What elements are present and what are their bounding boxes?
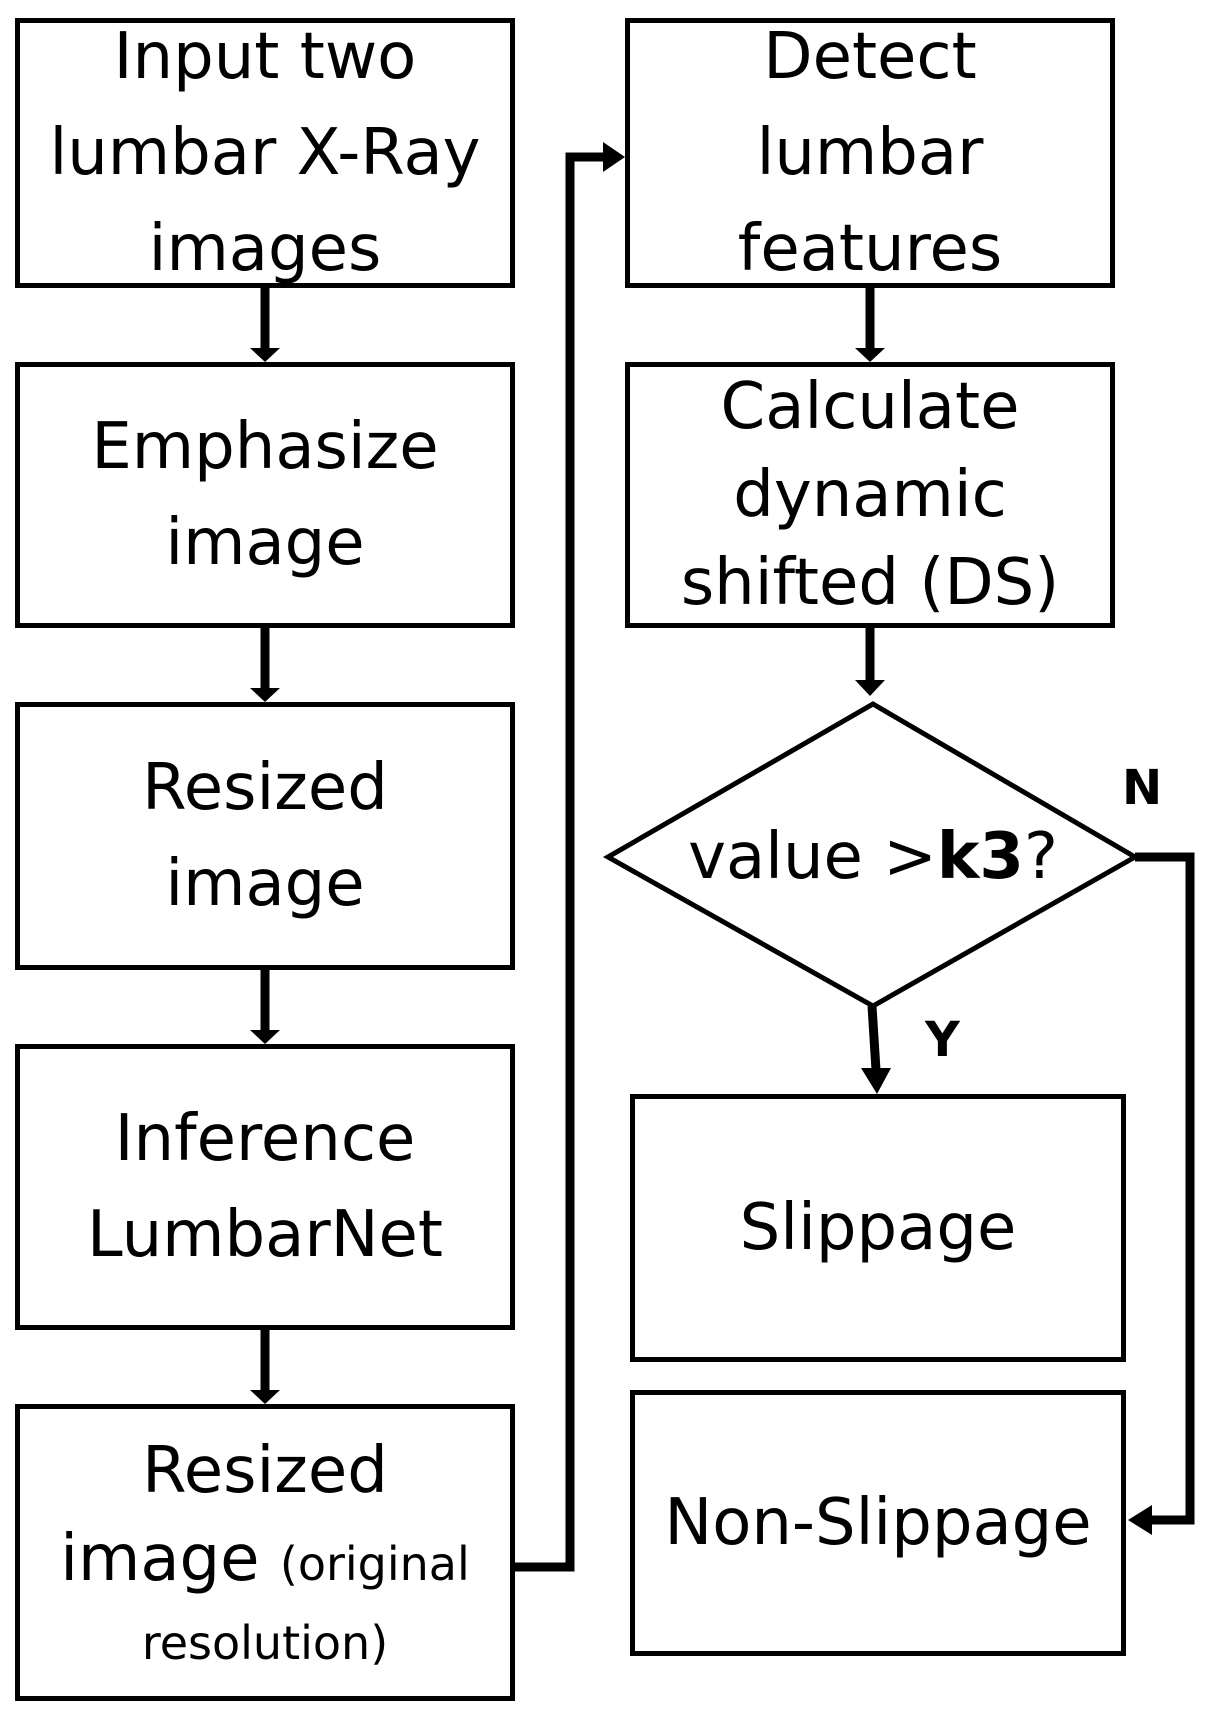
decision-label: value >k3?	[640, 817, 1106, 897]
arrowhead-4	[250, 1390, 280, 1404]
node-emphasize-image: Emphasize image	[15, 362, 515, 628]
node-resized-orig-line-1: Resized	[142, 1434, 388, 1508]
branch-yes-label: Y	[925, 1012, 960, 1068]
decision-threshold: k3	[936, 820, 1024, 894]
branch-no-label: N	[1122, 760, 1163, 816]
node-detect-features: Detect lumbar features	[625, 18, 1115, 288]
node-resized-orig-line-2-small: (original	[279, 1537, 470, 1591]
node-resized-line-1: Resized	[142, 751, 388, 825]
node-input-images: Input two lumbar X-Ray images	[15, 18, 515, 288]
node-calculate-line-3: shifted (DS)	[680, 546, 1060, 620]
arrow-decision-no	[1135, 852, 1195, 1525]
node-inference-line-1: Inference	[114, 1102, 416, 1176]
arrowhead-1	[250, 348, 280, 362]
arrowhead-8	[861, 1068, 891, 1094]
node-calculate-line-1: Calculate	[720, 370, 1020, 444]
node-resized-orig-line-2-main: image	[60, 1522, 260, 1596]
node-input-line-2: lumbar X-Ray	[49, 116, 481, 190]
arrowhead-9	[1128, 1505, 1152, 1535]
arrowhead-3	[250, 1030, 280, 1044]
node-slippage-label: Slippage	[739, 1191, 1017, 1265]
node-detect-line-1: Detect	[763, 20, 977, 94]
decision-diamond	[602, 701, 1141, 1009]
node-emphasize-line-2: image	[165, 506, 365, 580]
decision-prefix: value >	[688, 820, 937, 894]
arrow-decision-yes	[867, 1005, 881, 1071]
node-slippage: Slippage	[630, 1094, 1126, 1362]
arrowhead-2	[250, 688, 280, 702]
arrow-resized-orig-to-detect	[515, 152, 605, 1572]
node-input-line-3: images	[148, 212, 382, 286]
arrowhead-6	[855, 348, 885, 362]
node-detect-line-3: features	[737, 212, 1003, 286]
node-resized-line-2: image	[165, 847, 365, 921]
decision-suffix: ?	[1023, 820, 1058, 894]
node-resized-image: Resized image	[15, 702, 515, 970]
node-non-slippage: Non-Slippage	[630, 1390, 1126, 1656]
arrowhead-5	[603, 142, 625, 172]
node-inference-lumbarnet: Inference LumbarNet	[15, 1044, 515, 1330]
node-detect-line-2: lumbar	[756, 116, 984, 190]
node-calculate-line-2: dynamic	[733, 458, 1007, 532]
node-resized-orig-line-2: image (original	[60, 1515, 470, 1608]
node-inference-line-2: LumbarNet	[87, 1198, 443, 1272]
arrowhead-7	[855, 680, 885, 696]
node-non-slippage-label: Non-Slippage	[664, 1486, 1092, 1560]
node-input-line-1: Input two	[113, 20, 417, 94]
node-emphasize-line-1: Emphasize	[91, 410, 439, 484]
node-resized-original: Resized image (original resolution)	[15, 1404, 515, 1701]
node-calculate-ds: Calculate dynamic shifted (DS)	[625, 362, 1115, 628]
node-resized-orig-line-3: resolution)	[141, 1616, 389, 1670]
